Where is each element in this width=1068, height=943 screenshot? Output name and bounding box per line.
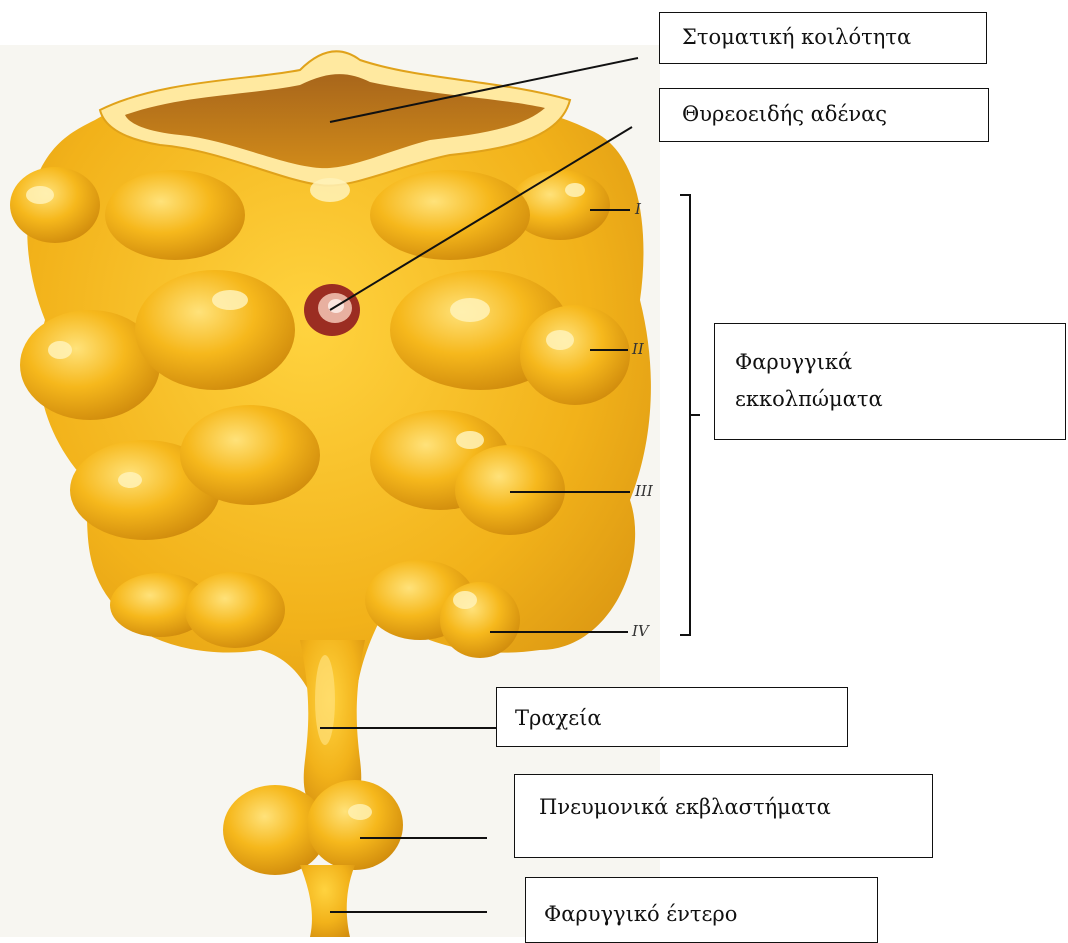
pouch-lobe (135, 270, 295, 390)
pouch-lobe (10, 167, 100, 243)
pouch-lobe (180, 405, 320, 505)
label-trachea: Τραχεία (496, 687, 848, 747)
label-pouches-line1: Φαρυγγικά (735, 344, 1065, 381)
label-pouches-line2: εκκολπώματα (735, 381, 1065, 418)
label-pharyngeal-pouches: Φαρυγγικά εκκολπώματα (714, 323, 1066, 440)
label-lung-buds-text: Πνευμονικά εκβλαστήματα (539, 793, 932, 821)
thyroid-gland (304, 284, 360, 336)
label-foregut: Φαρυγγικό έντερο (525, 877, 878, 943)
pouch-lobe (520, 305, 630, 405)
pouch-lobe (185, 572, 285, 648)
pouch-numeral-1: I (635, 200, 641, 218)
label-thyroid-text: Θυρεοειδής αδένας (682, 100, 988, 128)
pouches-bracket (680, 195, 700, 635)
pouch-numeral-2: II (632, 340, 644, 358)
pouch-lobe (440, 582, 520, 658)
pouch-numeral-3: III (635, 482, 653, 500)
label-thyroid: Θυρεοειδής αδένας (659, 88, 989, 142)
trachea-highlight (315, 655, 335, 745)
label-foregut-text: Φαρυγγικό έντερο (544, 900, 877, 928)
label-oral-cavity: Στοματική κοιλότητα (659, 12, 987, 64)
label-oral-cavity-text: Στοματική κοιλότητα (682, 23, 986, 51)
pouch-lobe (105, 170, 245, 260)
pouch-numeral-4: IV (632, 622, 649, 640)
label-trachea-text: Τραχεία (515, 704, 847, 732)
pouch-lobe (370, 170, 530, 260)
pouch-lobe (455, 445, 565, 535)
label-lung-buds: Πνευμονικά εκβλαστήματα (514, 774, 933, 858)
lung-bud-right (307, 780, 403, 870)
